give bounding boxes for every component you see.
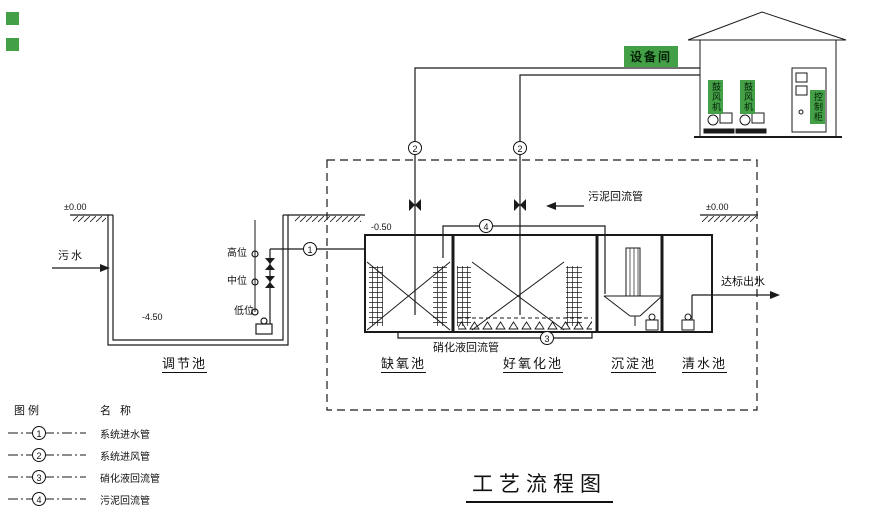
pipe-marker-nitrified: 3 xyxy=(540,331,554,345)
regulation-tank-drawing xyxy=(52,214,365,346)
legend-marker-3: 3 xyxy=(32,470,46,484)
blower-right-label: 鼓风机 xyxy=(740,80,755,114)
dash-dot-line-icon xyxy=(8,454,86,456)
lift-pump-drawing xyxy=(255,317,273,335)
aerobic-tank-name: 好氧化池 xyxy=(503,356,564,374)
control-cabinet-drawing xyxy=(791,67,827,133)
clarifier-internals-drawing xyxy=(603,247,663,331)
blower-right-drawing xyxy=(735,112,767,134)
effluent-label: 达标出水 xyxy=(721,276,765,288)
pipe-marker-air-left: 2 xyxy=(408,141,422,155)
legend-label-4: 污泥回流管 xyxy=(100,495,150,507)
equipment-room-building xyxy=(687,11,847,138)
sedimentation-tank-name: 沉淀池 xyxy=(611,356,657,374)
elevation-tank-top: -0.50 xyxy=(371,222,392,232)
elevation-ground-right: ±0.00 xyxy=(706,202,729,212)
legend-label-3: 硝化液回流管 xyxy=(100,473,160,485)
elevation-ground-left: ±0.00 xyxy=(64,202,87,212)
elevation-tank-bottom: -4.50 xyxy=(142,312,163,322)
nitrified-return-label: 硝化液回流管 xyxy=(433,342,499,354)
legend-name-header: 名 称 xyxy=(100,405,135,417)
blower-left-drawing xyxy=(703,112,735,134)
anoxic-media-drawing xyxy=(366,261,451,331)
aerobic-media-drawing xyxy=(457,261,592,331)
blower-left-label: 鼓风机 xyxy=(708,80,723,114)
pipe-marker-air-right: 2 xyxy=(513,141,527,155)
nitrified-return-pipe xyxy=(397,332,593,339)
legend-row-sludge: 4 污泥回流管 xyxy=(6,492,150,507)
level-mid-label: 中位 xyxy=(227,276,247,287)
dash-dot-line-icon xyxy=(8,476,86,478)
legend-row-air: 2 系统进风管 xyxy=(6,448,150,463)
legend-symbol-header: 图例 xyxy=(14,405,42,417)
equipment-room-label: 设备间 xyxy=(624,46,679,67)
anoxic-tank-name: 缺氧池 xyxy=(381,356,427,374)
battery-limit-boundary xyxy=(326,159,758,411)
green-tag-icon xyxy=(6,12,19,25)
level-high-label: 高位 xyxy=(227,248,247,259)
ground-line xyxy=(70,214,758,222)
pipe-marker-sludge: 4 xyxy=(479,219,493,233)
legend-marker-1: 1 xyxy=(32,426,46,440)
legend-marker-4: 4 xyxy=(32,492,46,506)
sludge-return-pipe xyxy=(442,202,606,294)
sludge-return-label: 污泥回流管 xyxy=(588,191,643,203)
legend-row-nitrified: 3 硝化液回流管 xyxy=(6,470,160,485)
regulation-tank-name: 调节池 xyxy=(162,356,208,374)
clearwater-pump-drawing xyxy=(681,291,780,331)
treatment-tanks-drawing xyxy=(364,234,780,333)
dash-dot-line-icon xyxy=(8,432,86,434)
green-tag-icon xyxy=(6,38,19,51)
legend-marker-2: 2 xyxy=(32,448,46,462)
influent-label: 污水 xyxy=(58,250,84,262)
clearwater-tank-name: 清水池 xyxy=(682,356,728,374)
dash-dot-line-icon xyxy=(8,498,86,500)
control-cabinet-label: 控制柜 xyxy=(810,90,825,124)
pipe-marker-inlet: 1 xyxy=(303,242,317,256)
drawing-title: 工艺流程图 xyxy=(466,468,613,503)
legend-row-inlet: 1 系统进水管 xyxy=(6,426,150,441)
legend-label-1: 系统进水管 xyxy=(100,429,150,441)
level-low-label: 低位 xyxy=(234,306,254,317)
legend-label-2: 系统进风管 xyxy=(100,451,150,463)
